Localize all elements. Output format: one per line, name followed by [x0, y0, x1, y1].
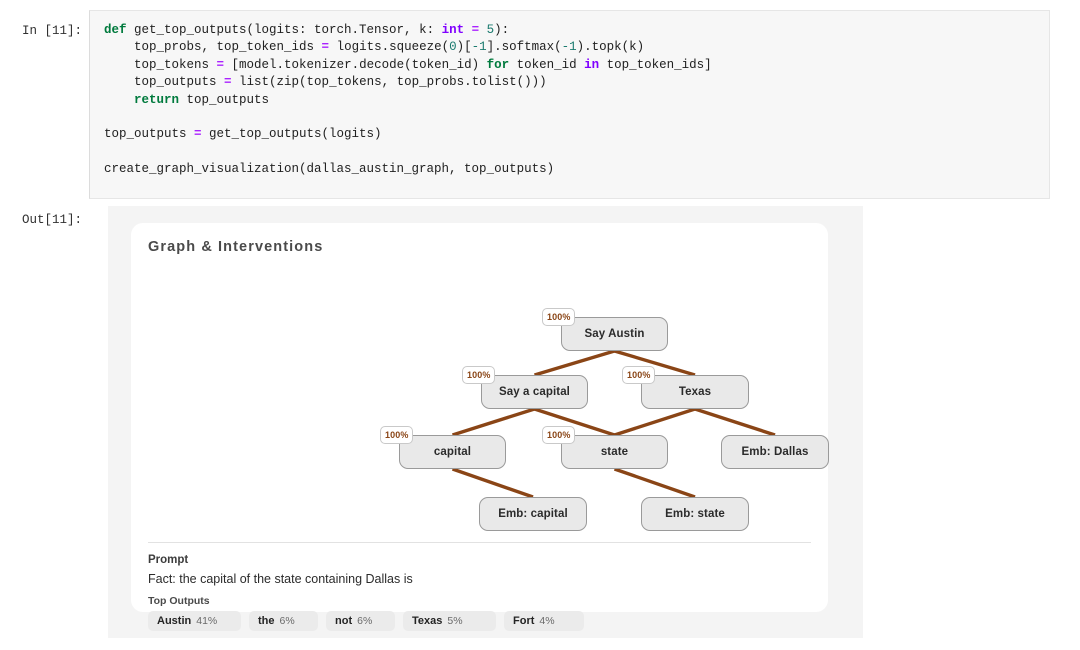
top-output-percent: 4% — [539, 615, 555, 627]
top-output-token: Texas — [412, 615, 443, 627]
top-output-chip[interactable]: not 6% — [326, 611, 395, 631]
graph-node-emb-capital[interactable]: Emb: capital — [479, 497, 587, 531]
top-outputs-section-label: Top Outputs — [148, 595, 210, 607]
graph-edges — [451, 349, 776, 499]
top-output-chip[interactable]: the 6% — [249, 611, 318, 631]
graph-node-label: Emb: capital — [498, 508, 568, 520]
graph-node-badge-texas: 100% — [622, 366, 656, 384]
graph-edge-say-a-capital-to-state — [533, 407, 616, 437]
graph-node-label: Emb: state — [665, 508, 725, 520]
top-output-percent: 5% — [447, 615, 463, 627]
graph-node-badge-say-a-capital: 100% — [462, 366, 496, 384]
graph-node-capital[interactable]: capital — [399, 435, 506, 469]
graph-node-say-austin[interactable]: Say Austin — [561, 317, 668, 351]
code-source[interactable]: def get_top_outputs(logits: torch.Tensor… — [104, 23, 712, 177]
code-input-cell[interactable]: def get_top_outputs(logits: torch.Tensor… — [89, 10, 1050, 199]
graph-edge-say-austin-to-say-a-capital — [534, 349, 615, 377]
top-output-percent: 6% — [357, 615, 373, 627]
graph-node-label: Emb: Dallas — [741, 446, 809, 458]
top-output-chip[interactable]: Texas 5% — [403, 611, 496, 631]
graph-node-badge-state: 100% — [542, 426, 576, 444]
graph-node-label: Say Austin — [584, 328, 645, 340]
graph-node-emb-dallas[interactable]: Emb: Dallas — [721, 435, 829, 469]
graph-edge-texas-to-emb-dallas — [694, 407, 776, 437]
top-output-chip[interactable]: Fort 4% — [504, 611, 584, 631]
top-outputs-list: Austin 41% the 6% not 6% Texas 5% Fort 4% — [148, 611, 584, 631]
graph-node-badge-say-austin: 100% — [542, 308, 576, 326]
page-title: Graph & Interventions — [148, 239, 324, 255]
top-output-token: Austin — [157, 615, 192, 627]
top-output-percent: 6% — [279, 615, 295, 627]
prompt-text: Fact: the capital of the state containin… — [148, 572, 413, 586]
graph-node-say-a-capital[interactable]: Say a capital — [481, 375, 588, 409]
top-output-chip[interactable]: Austin 41% — [148, 611, 241, 631]
output-prompt-label: Out[11]: — [21, 213, 82, 227]
graph-node-texas[interactable]: Texas — [641, 375, 749, 409]
graph-node-state[interactable]: state — [561, 435, 668, 469]
graph-node-badge-capital: 100% — [380, 426, 414, 444]
graph-node-emb-state[interactable]: Emb: state — [641, 497, 749, 531]
graph-edge-say-a-capital-to-capital — [451, 407, 536, 437]
graph-edge-texas-to-state — [613, 407, 696, 437]
graph-node-label: capital — [433, 446, 472, 458]
input-prompt-label: In [11]: — [21, 24, 82, 38]
top-output-token: the — [258, 615, 275, 627]
graph-node-label: Texas — [678, 386, 712, 398]
graph-node-label: state — [600, 446, 629, 458]
top-output-token: not — [335, 615, 353, 627]
top-output-percent: 41% — [196, 615, 218, 627]
top-output-token: Fort — [513, 615, 535, 627]
graph-edge-state-to-emb-state — [613, 467, 696, 499]
prompt-section-label: Prompt — [148, 554, 189, 566]
graph-node-label: Say a capital — [499, 386, 570, 398]
graph-edge-say-austin-to-texas — [614, 349, 696, 377]
section-divider — [148, 542, 811, 543]
graph-edge-capital-to-emb-capital — [451, 467, 534, 499]
